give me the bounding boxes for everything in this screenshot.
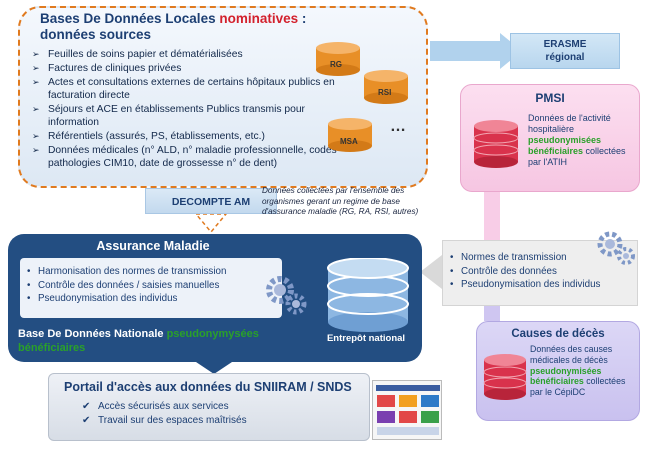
nominatives-highlight: nominatives bbox=[219, 11, 299, 26]
regime-label-msa: MSA bbox=[340, 137, 358, 146]
local-db-item: Référentiels (assurés, PS, établissement… bbox=[32, 130, 337, 143]
causes-deces-title: Causes de décès bbox=[511, 328, 605, 340]
causes-deces-description: Données des causes médicales de décès ps… bbox=[530, 344, 626, 398]
database-icon-pmsi bbox=[473, 120, 519, 168]
pmsi-description: Données de l'activité hospitalière pseud… bbox=[528, 113, 626, 167]
local-db-item: Données médicales (n° ALD, n° maladie pr… bbox=[32, 144, 337, 170]
erasme-line1: ERASME bbox=[543, 39, 587, 50]
regime-label-rg: RG bbox=[330, 60, 342, 69]
national-db-highlight: pseudonymysées bénéficiaires bbox=[18, 328, 259, 354]
arrow-to-erasme bbox=[430, 33, 522, 69]
arrow-to-am bbox=[420, 255, 448, 289]
portail-title: Portail d'accès aux données du SNIIRAM /… bbox=[64, 380, 352, 394]
normes-item: Pseudonymisation des individus bbox=[449, 278, 631, 292]
collection-note: Données collectées par l'ensemble des or… bbox=[262, 186, 419, 216]
decompte-am-box: DECOMPTE AM bbox=[145, 188, 277, 214]
gears-icon bbox=[266, 276, 307, 315]
am-task-item: Harmonisation des normes de transmission bbox=[26, 265, 276, 279]
local-db-item: Factures de cliniques privées bbox=[32, 62, 337, 75]
local-db-item: Séjours et ACE en établissements Publics… bbox=[32, 103, 337, 129]
local-db-item: Actes et consultations externes de certa… bbox=[32, 76, 337, 102]
portail-list: Accès sécurisés aux services Travail sur… bbox=[82, 400, 312, 428]
database-icon-rg bbox=[316, 42, 360, 76]
am-task-item: Pseudonymisation des individus bbox=[26, 292, 276, 306]
snds-portal-thumbnail bbox=[372, 380, 442, 440]
assurance-maladie-tasks: Harmonisation des normes de transmission… bbox=[20, 258, 282, 318]
national-db-title: Base De Données Nationale pseudonymysées… bbox=[18, 328, 259, 354]
normes-item: Normes de transmission bbox=[449, 251, 631, 265]
local-db-item: Feuilles de soins papier et dématérialis… bbox=[32, 48, 337, 61]
causes-highlight: pseudonymisées bénéficiaires bbox=[530, 365, 602, 387]
normes-item: Contrôle des données bbox=[449, 265, 631, 279]
local-db-title: Bases De Données Locales nominatives : d… bbox=[40, 11, 307, 42]
database-icon-national bbox=[327, 258, 409, 332]
portail-item: Travail sur des espaces maîtrisés bbox=[82, 414, 312, 428]
causes-connector bbox=[484, 306, 500, 321]
regime-databases bbox=[316, 42, 408, 152]
regime-ellipsis: … bbox=[390, 118, 406, 135]
pmsi-title: PMSI bbox=[535, 91, 565, 105]
am-task-item: Contrôle des données / saisies manuelles bbox=[26, 279, 276, 293]
erasme-box: ERASME régional bbox=[510, 33, 620, 69]
warehouse-label: Entrepôt national bbox=[326, 333, 406, 344]
database-icon-rsi bbox=[364, 70, 408, 104]
erasme-line2: régional bbox=[545, 52, 585, 63]
regime-label-rsi: RSI bbox=[378, 88, 392, 97]
dashed-triangle bbox=[194, 213, 228, 234]
portal-thumbnail-icon bbox=[376, 385, 440, 435]
portail-item: Accès sécurisés aux services bbox=[82, 400, 312, 414]
database-icon-causes bbox=[483, 354, 527, 400]
database-icon-msa bbox=[328, 118, 372, 152]
assurance-maladie-title: Assurance Maladie bbox=[96, 239, 210, 253]
pmsi-highlight: pseudonymisées bénéficiaires bbox=[528, 135, 602, 156]
pmsi-connector bbox=[484, 192, 500, 240]
gears-icon-right bbox=[597, 231, 635, 265]
local-db-list: Feuilles de soins papier et dématérialis… bbox=[32, 48, 337, 171]
arrow-to-portail bbox=[196, 362, 232, 374]
